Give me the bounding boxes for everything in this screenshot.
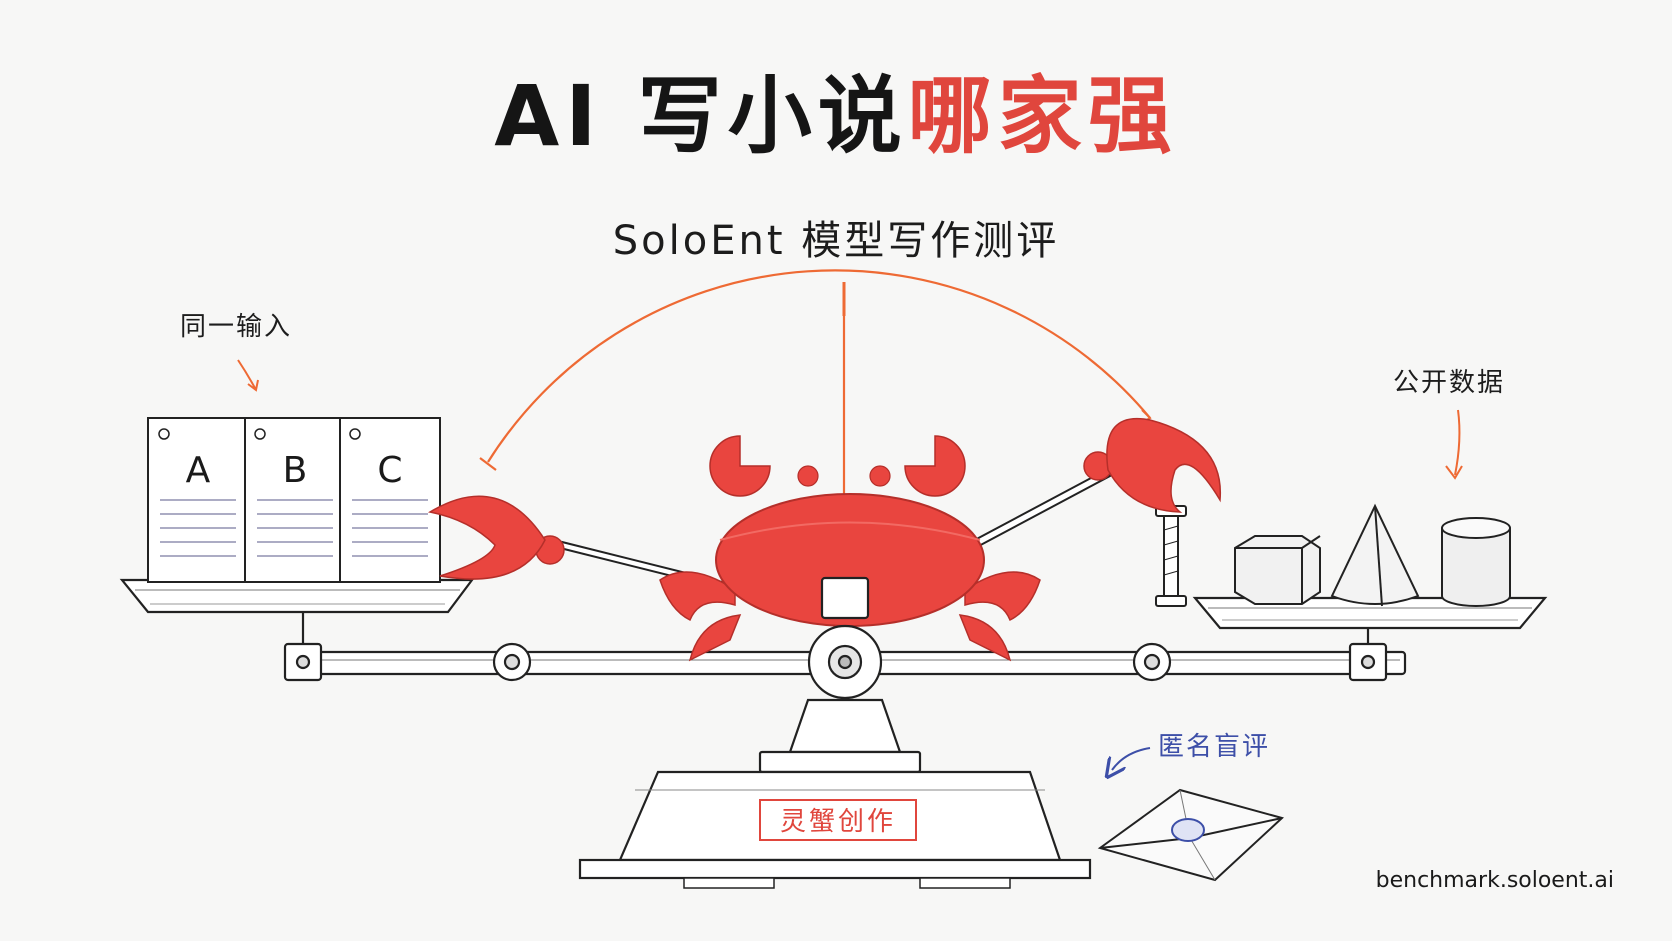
title-main: AI 写小说 — [494, 67, 908, 165]
document-a — [147, 417, 249, 583]
arrow-icon — [1445, 409, 1463, 480]
screw-post — [1155, 505, 1187, 607]
document-b-letter: B — [283, 450, 308, 491]
scale-stand — [578, 698, 1092, 889]
document-c-letter: C — [377, 450, 402, 491]
cube-icon — [1234, 535, 1321, 605]
scale-pivot — [807, 576, 883, 700]
page-subtitle: SoloEnt 模型写作测评 — [612, 218, 1060, 264]
right-tray — [1192, 596, 1548, 630]
envelope-icon — [1097, 788, 1284, 882]
left-tray — [119, 578, 475, 614]
note-public-data: 公开数据 — [1393, 368, 1506, 398]
cone-icon — [1330, 503, 1420, 607]
document-a-letter: A — [186, 450, 211, 491]
note-same-input: 同一输入 — [180, 312, 293, 342]
arrow-icon — [237, 359, 259, 392]
arrow-icon — [1112, 747, 1151, 770]
page-title: AI 写小说哪家强 — [0, 70, 1672, 162]
crab-right-claw — [1083, 417, 1222, 513]
document-c — [339, 417, 441, 583]
cylinder-icon — [1441, 517, 1511, 607]
note-blind-review: 匿名盲评 — [1158, 732, 1271, 762]
site-url: benchmark.soloent.ai — [1375, 868, 1614, 893]
crab-left-claw — [427, 495, 565, 580]
document-b — [244, 417, 346, 583]
title-accent: 哪家强 — [907, 67, 1178, 165]
base-label: 灵蟹创作 — [780, 807, 896, 837]
crab-icon — [659, 435, 1041, 662]
